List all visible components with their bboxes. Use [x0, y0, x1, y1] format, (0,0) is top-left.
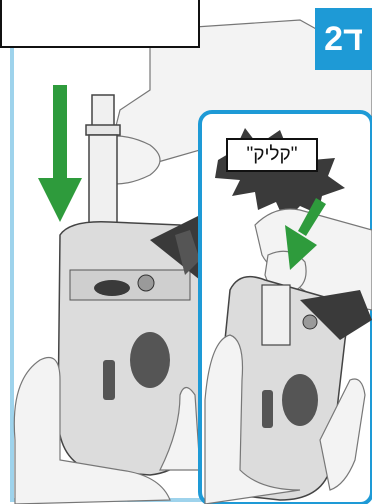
step-badge: 2ד: [315, 8, 372, 70]
step-badge-label: 2ד: [324, 19, 363, 58]
top-instruction-callout: [0, 0, 200, 48]
down-arrow-icon: [38, 85, 82, 222]
inset-panel: [198, 110, 372, 504]
inset-down-arrow-icon: [285, 198, 326, 270]
lower-hand: [13, 356, 171, 504]
injector-device: [57, 215, 215, 476]
click-sound-text: "קליק": [246, 144, 298, 165]
click-sound-callout: "קליק": [226, 138, 318, 172]
thumb: [159, 386, 201, 471]
